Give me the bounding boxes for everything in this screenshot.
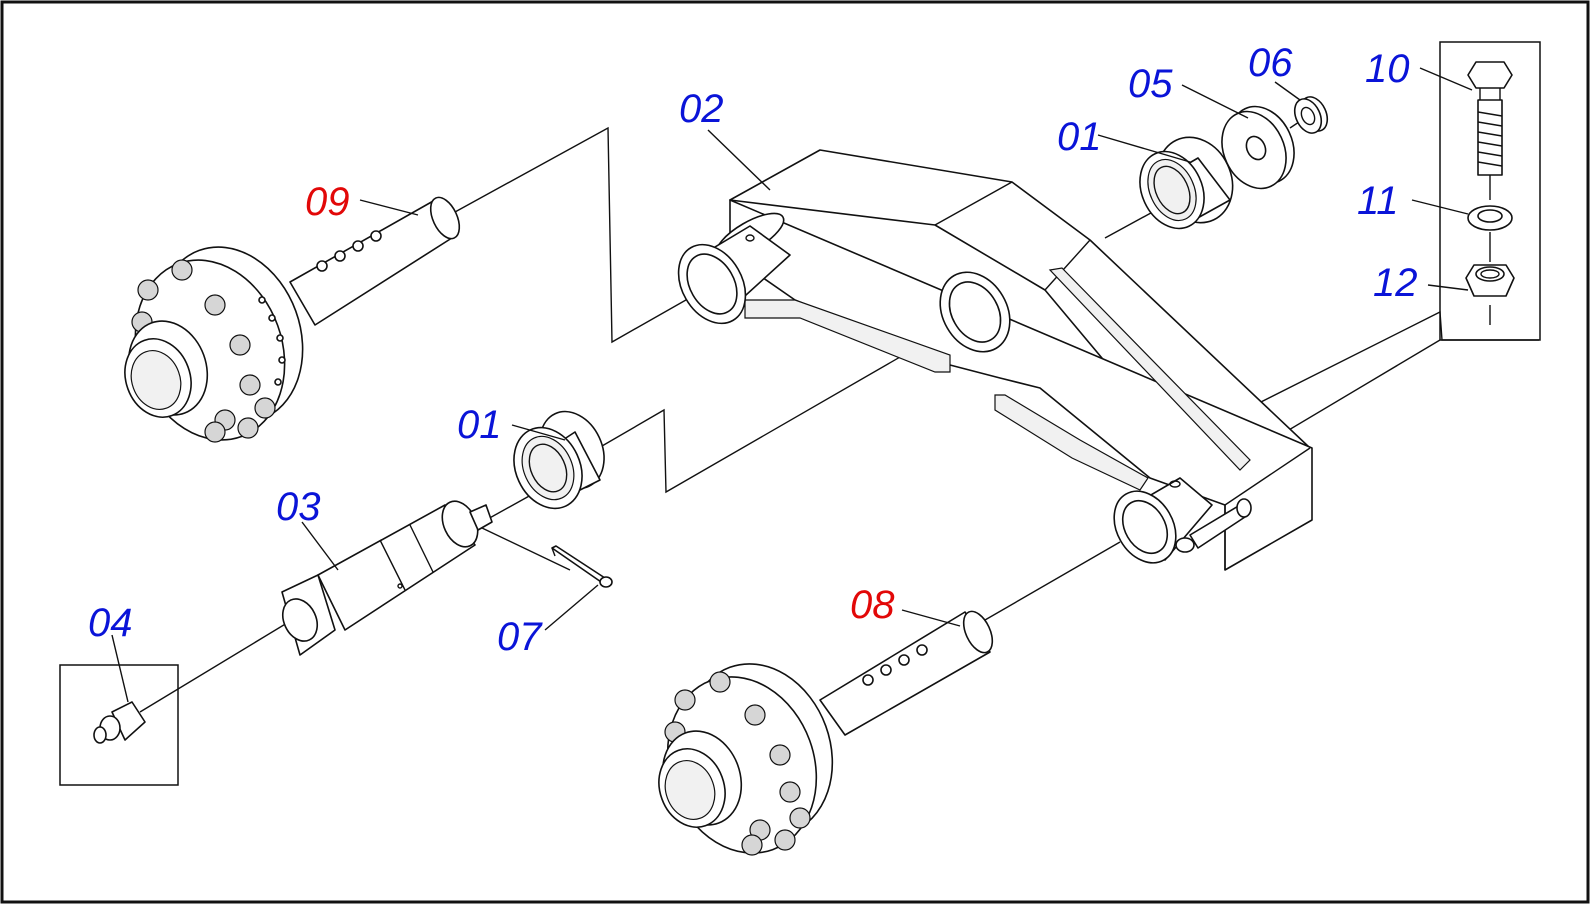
pivot-pin-part <box>281 500 493 656</box>
thrust-washer-part <box>1221 105 1295 190</box>
callout-label-06: 06 <box>1248 41 1293 85</box>
hub-assembly-upper-part <box>124 196 461 443</box>
castle-nut-part <box>1293 96 1329 134</box>
cotter-pin-part <box>551 545 613 588</box>
bolt-part <box>1467 61 1513 176</box>
callout-label-03: 03 <box>276 485 321 529</box>
callout-label-01-upper: 01 <box>1057 115 1102 159</box>
hex-nut-part <box>1465 264 1515 297</box>
callout-label-11: 11 <box>1357 179 1399 223</box>
callout-label-12: 12 <box>1373 261 1418 305</box>
callout-label-05: 05 <box>1128 62 1173 106</box>
swing-arm-part <box>677 149 1313 571</box>
hub-assembly-lower-part <box>658 610 994 856</box>
callout-labels: 01 02 05 06 10 11 12 09 01 03 04 07 08 <box>88 41 1418 659</box>
callout-label-02: 02 <box>679 87 724 131</box>
callout-label-04: 04 <box>88 601 133 645</box>
grease-nipple-part <box>93 701 146 744</box>
callout-label-01-lower: 01 <box>457 403 502 447</box>
callout-label-08: 08 <box>850 583 895 627</box>
lock-washer-part <box>1467 205 1513 231</box>
bushing-upper-part <box>1139 136 1234 230</box>
bolt-kit-box <box>1439 41 1541 341</box>
leader-lines <box>111 67 1473 703</box>
callout-label-07: 07 <box>497 615 543 659</box>
callout-label-09: 09 <box>305 180 350 224</box>
callout-label-10: 10 <box>1365 47 1410 91</box>
bushing-lower-part <box>513 410 605 510</box>
